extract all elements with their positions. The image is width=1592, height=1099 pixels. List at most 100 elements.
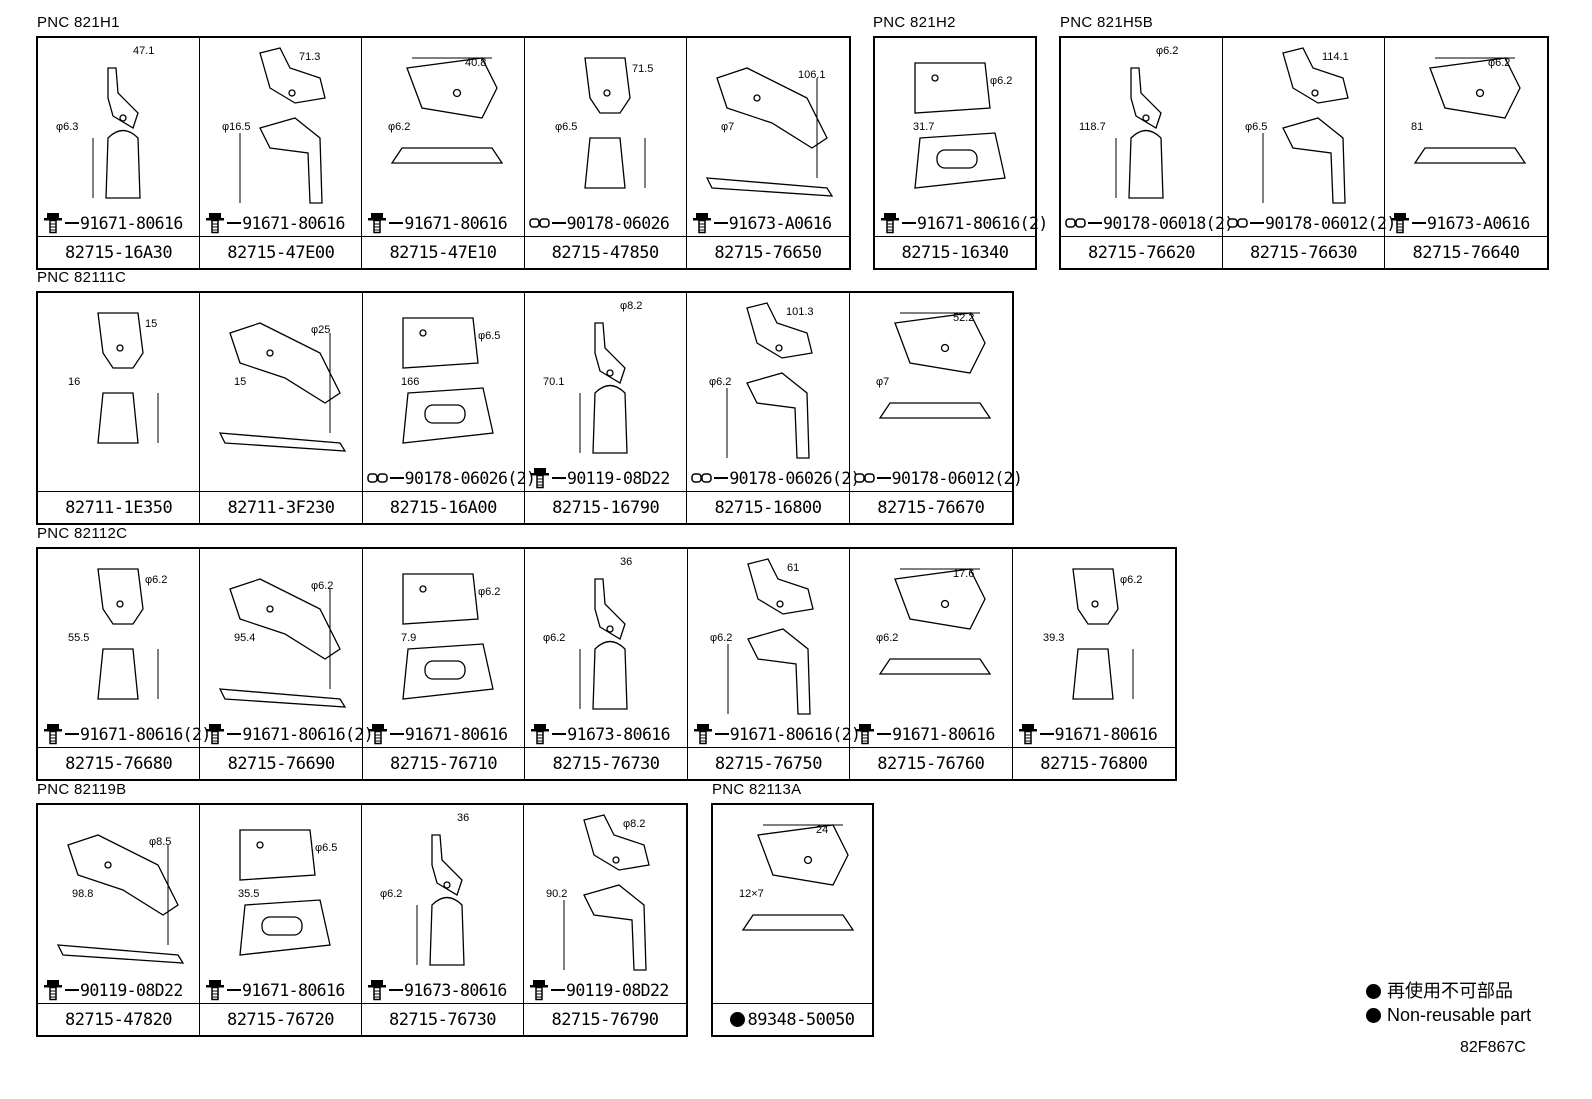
fastener-part-number[interactable]: 91671-80616(2) [80,724,211,744]
part-number[interactable]: 82715-76720 [226,1009,335,1030]
part-number-row[interactable]: 82715-76670 [849,491,1012,523]
part-number[interactable]: 82715-76710 [390,753,498,774]
part-number[interactable]: 82715-16790 [552,497,660,518]
part-number-row[interactable]: 82715-76720 [200,1003,361,1035]
part-number[interactable]: 82711-3F230 [227,497,335,518]
part-number-row[interactable]: 82715-76620 [1061,236,1222,268]
part-number[interactable]: 82715-16A00 [389,497,498,518]
part-number-row[interactable]: 82715-47E00 [200,236,362,268]
part-number[interactable]: 82715-47820 [64,1009,173,1030]
fastener-part-number[interactable]: 91671-80616 [1054,724,1158,744]
part-number[interactable]: 82715-76730 [552,753,660,774]
fastener-part-number[interactable]: 91673-A0616 [728,213,832,233]
part-number-row[interactable]: 82715-76760 [850,747,1012,779]
part-number-row[interactable]: 82715-16A00 [362,491,524,523]
part-number-row[interactable]: 82715-76730 [362,1003,523,1035]
part-number-row[interactable]: 82715-76680 [38,747,200,779]
part-number[interactable]: 82715-76690 [227,753,336,774]
fastener-part-number[interactable]: 91673-80616 [567,724,670,744]
part-number-row[interactable]: 82715-76750 [687,747,850,779]
part-number-row[interactable]: 82715-16A30 [38,236,200,268]
part-number-row[interactable]: 82715-76640 [1385,236,1547,268]
part-number-row[interactable]: 82711-1E350 [38,491,200,523]
part-number-row[interactable]: 82715-47E10 [362,236,524,268]
fastener-part-number[interactable]: 90119-08D22 [566,980,669,1000]
part-number[interactable]: 82715-76620 [1087,242,1196,263]
part-number[interactable]: 82715-76790 [551,1009,659,1030]
part-number-row[interactable]: 82715-76790 [524,1003,686,1035]
part-number[interactable]: 82715-47850 [551,242,660,263]
part-number-row[interactable]: 82715-47850 [524,236,686,268]
part-number[interactable]: 82715-76680 [65,753,173,774]
fastener-part-number[interactable]: 91671-80616(2) [917,213,1048,233]
part-number[interactable]: 82715-76640 [1412,242,1520,263]
part-number-row[interactable]: 82715-76630 [1223,236,1384,268]
fastener-part-number[interactable]: 90178-06026(2) [729,468,861,488]
part-number-row[interactable]: 82715-76710 [362,747,525,779]
part-number[interactable]: 82715-76750 [714,753,823,774]
part-number[interactable]: 82711-1E350 [65,497,173,518]
fastener-part-number[interactable]: 91673-80616 [404,980,507,1000]
part-number[interactable]: 82715-76730 [388,1009,497,1030]
part-number[interactable]: 82715-76670 [877,497,985,518]
fastener-part-number[interactable]: 91673-A0616 [1427,213,1530,233]
part-number[interactable]: 89348-50050 [747,1009,855,1030]
part-number-row[interactable]: 82715-76800 [1012,747,1175,779]
part-number-row[interactable]: 82715-76730 [525,747,687,779]
fastener-part-number[interactable]: 90119-08D22 [80,980,183,1000]
fastener-part-number[interactable]: 90178-06012(2) [891,468,1023,488]
fastener-part-number[interactable]: 91671-80616 [242,980,345,1000]
part-number-row[interactable]: 82715-16340 [875,236,1035,268]
fastener-part-number[interactable]: 90178-06012(2) [1265,213,1396,233]
fastener-part-number[interactable]: 91671-80616 [404,724,508,744]
part-number[interactable]: 82715-76800 [1040,753,1148,774]
fastener-part-number[interactable]: 90119-08D22 [567,468,670,488]
part-number[interactable]: 82715-47E10 [389,242,497,263]
fastener-part-number[interactable]: 91671-80616 [404,213,508,233]
part-number[interactable]: 82715-16800 [714,497,822,518]
fastener-part-number[interactable]: 91671-80616 [242,213,345,233]
part-number-row[interactable]: 89348-50050 [713,1003,872,1035]
part-number-row[interactable]: 82715-16800 [687,491,849,523]
fastener-part-number[interactable]: 90178-06026(2) [404,468,536,488]
fastener-part-number[interactable]: 91671-80616 [892,724,995,744]
fastener-part-number[interactable]: 91671-80616(2) [242,724,374,744]
fastener-part-number[interactable]: 90178-06018(2) [1103,213,1234,233]
fastener-part-number[interactable]: 91671-80616(2) [729,724,861,744]
part-number[interactable]: 82715-76650 [714,242,822,263]
part-number-row[interactable]: 82715-76690 [200,747,362,779]
fastener-part-number[interactable]: 91671-80616 [80,213,183,233]
part-number[interactable]: 82715-76760 [877,753,985,774]
part-number-row[interactable]: 82715-47820 [38,1003,199,1035]
part-number-row[interactable]: 82711-3F230 [200,491,362,523]
fastener-part-number[interactable]: 90178-06026 [566,213,670,233]
part-number[interactable]: 82715-76630 [1249,242,1358,263]
part-number[interactable]: 82715-16340 [901,242,1009,263]
